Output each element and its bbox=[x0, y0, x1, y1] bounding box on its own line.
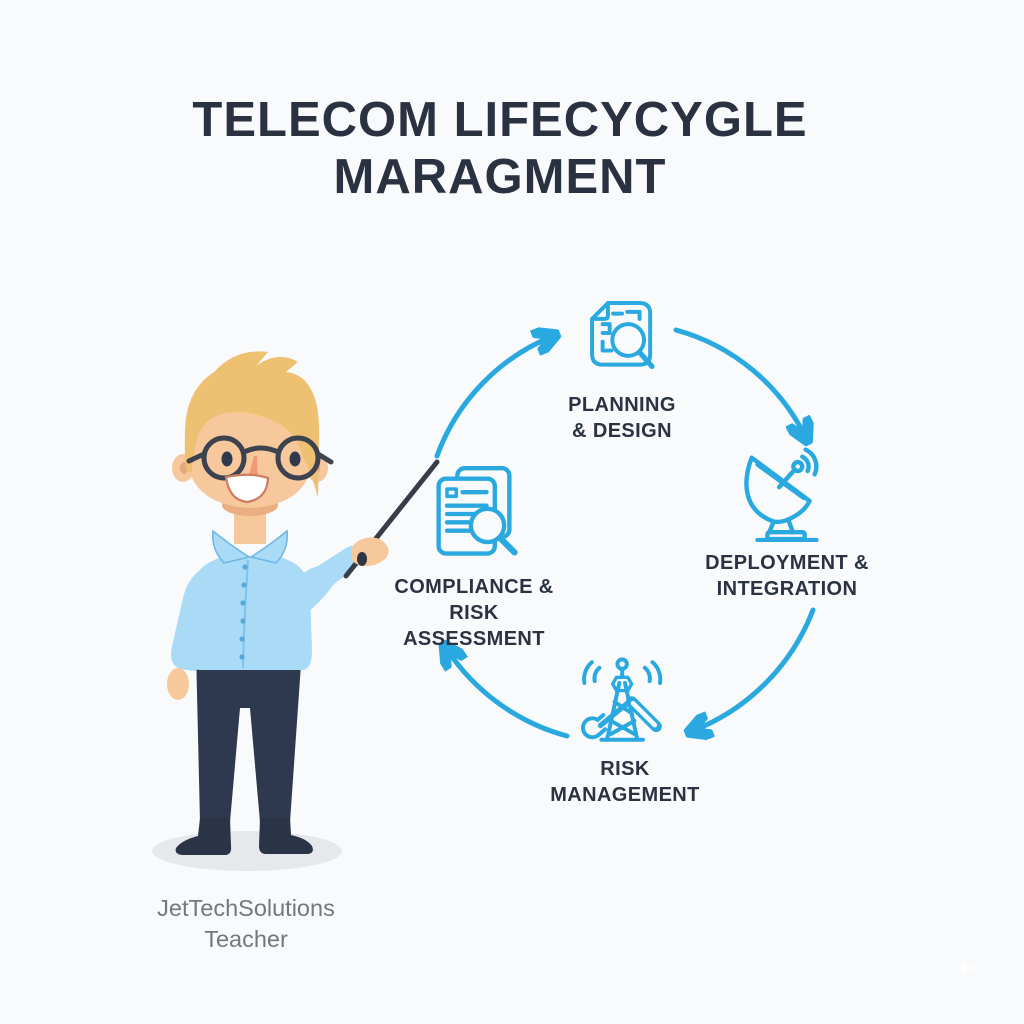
teacher-left-arm bbox=[171, 566, 210, 671]
arrow-planning-to-deployment bbox=[673, 327, 806, 438]
satellite-dish-icon bbox=[738, 444, 836, 542]
teacher-hair bbox=[184, 351, 320, 498]
node-compliance-risk-assessment: COMPLIANCE & RISK ASSESSMENT bbox=[381, 462, 567, 652]
teacher-mouth bbox=[224, 473, 270, 504]
teacher-eye-left bbox=[221, 451, 233, 467]
attribution-line2: Teacher bbox=[204, 926, 288, 952]
node-compliance-risk-assessment-label: COMPLIANCE & RISK ASSESSMENT bbox=[394, 576, 554, 650]
teacher-right-arm bbox=[290, 545, 364, 616]
arrow-risk-to-compliance bbox=[446, 648, 570, 739]
blueprint-magnifier-icon bbox=[578, 296, 666, 384]
node-planning-design-label: PLANNING & DESIGN bbox=[568, 394, 676, 442]
watermark-icon: ✦ bbox=[952, 953, 978, 986]
page-title-line2: MARAGMENT bbox=[333, 150, 667, 204]
documents-magnifier-icon bbox=[422, 462, 526, 566]
node-deployment-integration: DEPLOYMENT & INTEGRATION bbox=[692, 444, 882, 602]
page-title: TELECOM LIFECYCYGLE MARAGMENT bbox=[0, 92, 1000, 206]
teacher-shirt bbox=[190, 550, 312, 670]
teacher-left-hand bbox=[167, 668, 189, 700]
node-risk-management: RISK MANAGEMENT bbox=[535, 652, 715, 808]
arrow-deployment-to-risk bbox=[692, 607, 816, 731]
attribution: JetTechSolutions Teacher bbox=[130, 893, 362, 955]
teacher-right-hand bbox=[351, 537, 389, 566]
teacher-shoe-right bbox=[259, 818, 313, 854]
hand-grip bbox=[357, 552, 367, 566]
node-deployment-integration-label: DEPLOYMENT & INTEGRATION bbox=[705, 552, 869, 600]
signal-tower-wrench-icon bbox=[573, 652, 677, 748]
glasses-icon bbox=[186, 435, 334, 481]
page-title-line1: TELECOM LIFECYCYGLE bbox=[192, 93, 808, 147]
arrow-compliance-to-planning bbox=[434, 336, 553, 459]
teacher-shoe-left bbox=[175, 818, 232, 855]
node-risk-management-label: RISK MANAGEMENT bbox=[550, 758, 700, 806]
teacher-trousers bbox=[196, 650, 302, 822]
shirt-buttons bbox=[239, 564, 248, 660]
node-planning-design: PLANNING & DESIGN bbox=[537, 296, 707, 444]
attribution-line1: JetTechSolutions bbox=[157, 895, 335, 921]
shirt-collar bbox=[211, 529, 289, 564]
teacher-eye-right bbox=[289, 451, 301, 467]
